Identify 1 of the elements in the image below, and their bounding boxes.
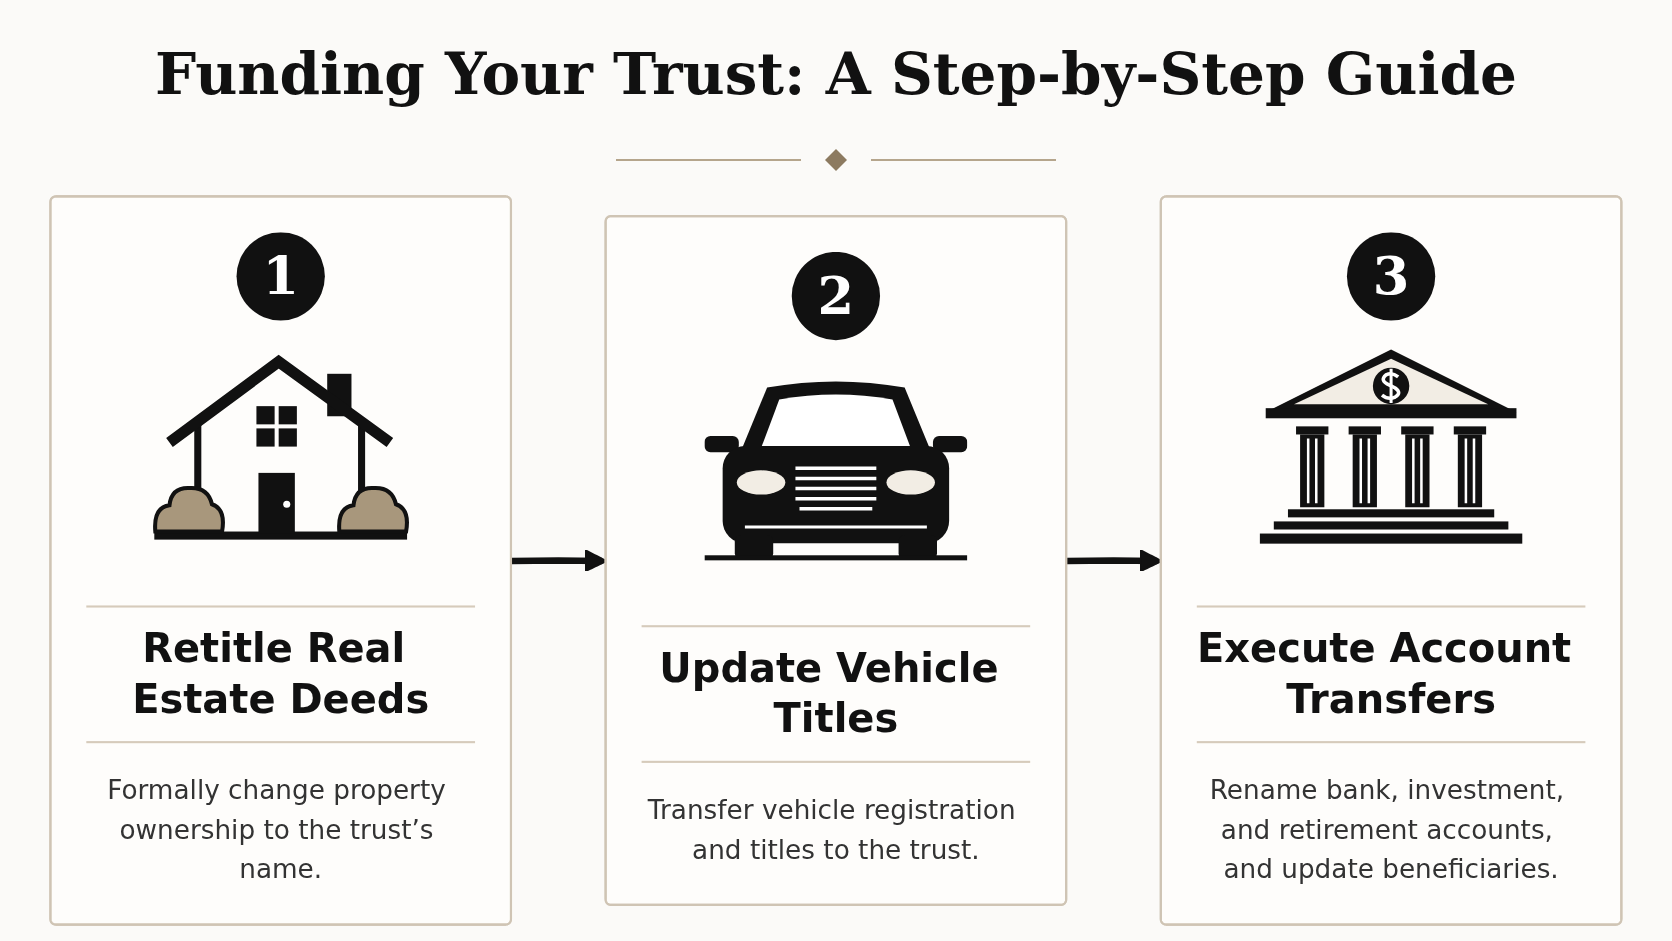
title: Funding Your Trust: A Step-by-Step Guide: [154, 40, 1518, 108]
